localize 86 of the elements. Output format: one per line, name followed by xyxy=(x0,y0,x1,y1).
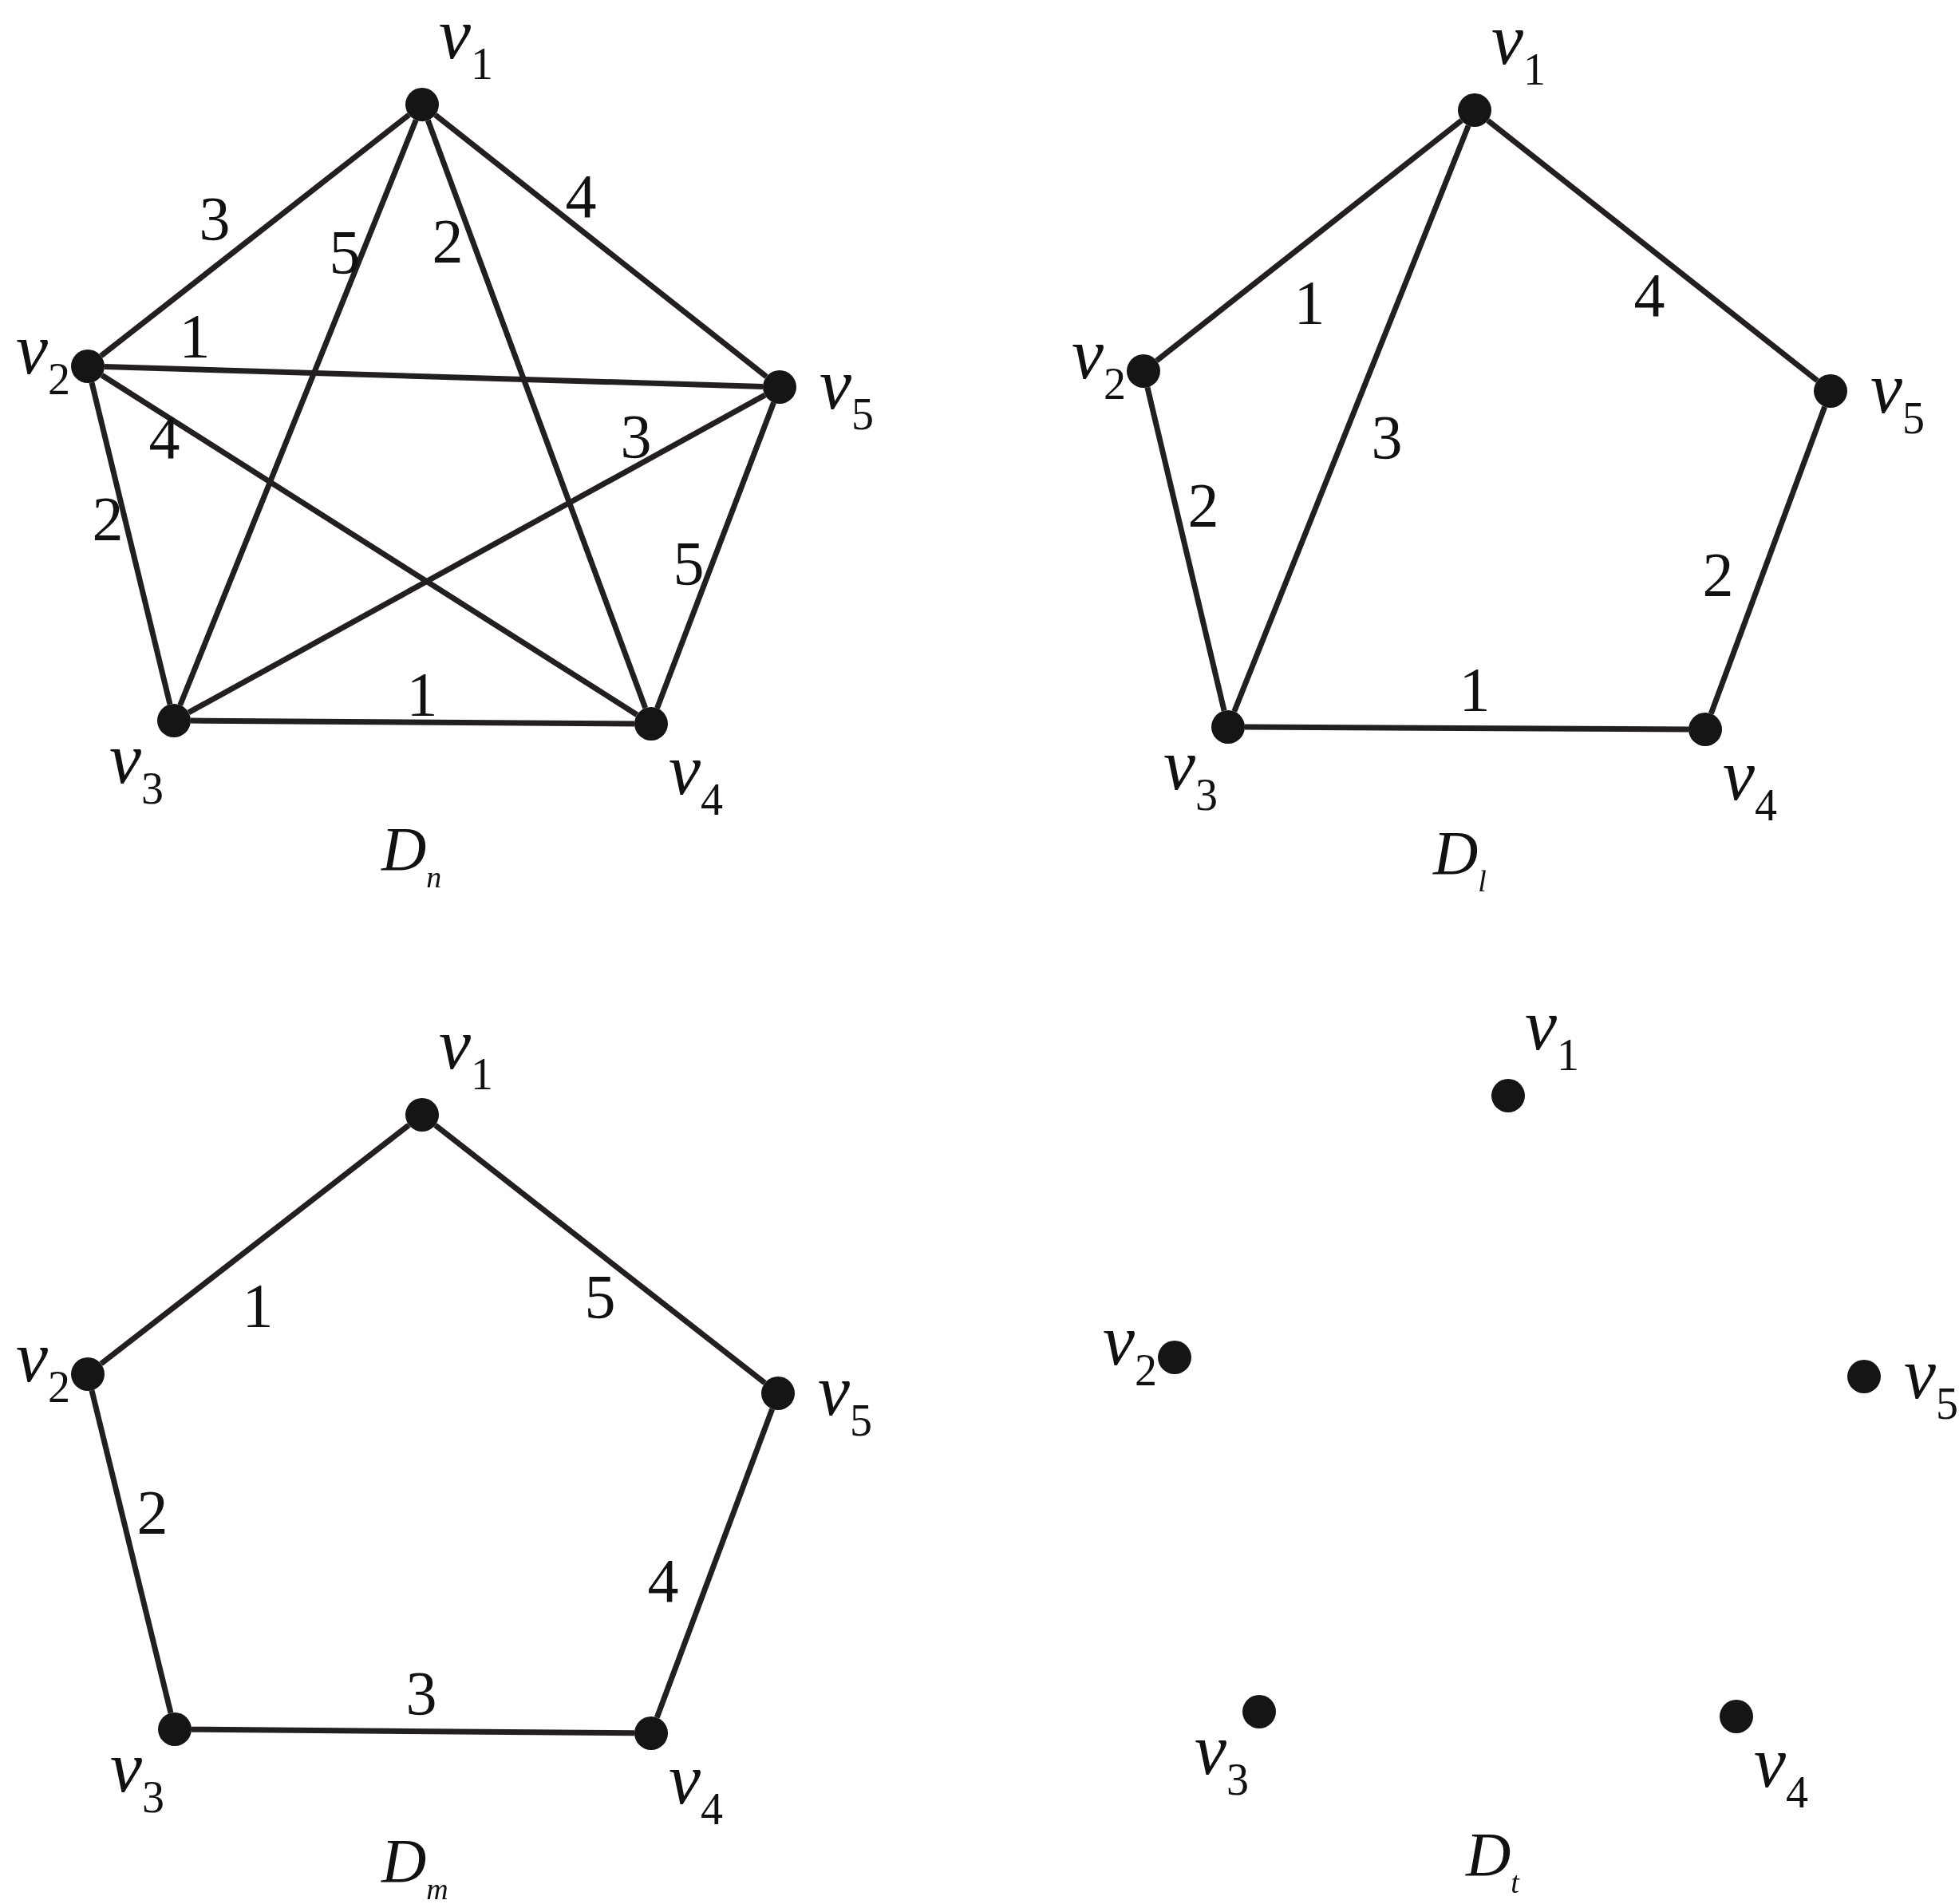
edge-weight-label: 1 xyxy=(179,305,211,367)
edge-line xyxy=(177,119,419,706)
vertex-label: v$_{5}$ xyxy=(818,1355,872,1443)
vertex-label: v$_{4}$ xyxy=(1723,740,1777,828)
edge-weight-label: 1 xyxy=(1293,271,1325,334)
edge-line xyxy=(654,401,776,709)
vertex-label: v$_{2}$ xyxy=(1103,1305,1157,1392)
edge-line xyxy=(1245,724,1688,733)
edge-line xyxy=(191,1726,635,1736)
vertex-label: v$_{2}$ xyxy=(16,1321,70,1409)
vertex-label: v$_{4}$ xyxy=(669,734,723,822)
vertex-label: v$_{4}$ xyxy=(1754,1727,1808,1815)
vertex-label: v$_{3}$ xyxy=(109,723,164,811)
edge-line xyxy=(187,393,767,715)
vertex-label: v$_{1}$ xyxy=(439,1009,493,1096)
vertex-dot xyxy=(1720,1700,1753,1733)
edge-weight-label: 1 xyxy=(406,663,438,725)
vertex-dot xyxy=(1458,93,1491,127)
edge-line xyxy=(433,113,768,379)
edge-weight-label: 4 xyxy=(565,165,597,227)
edge-line xyxy=(99,113,411,358)
edge-line xyxy=(654,1408,775,1719)
edge-weight-label: 2 xyxy=(92,488,124,550)
vertex-dot xyxy=(634,1716,668,1750)
edge-weight-label: 5 xyxy=(329,221,361,283)
vertex-dot xyxy=(1814,374,1847,408)
edge-weight-label: 2 xyxy=(1702,543,1734,606)
vertex-dot xyxy=(71,1357,105,1391)
vertex-dot xyxy=(158,1712,192,1746)
graph-label: D$_{t}$ xyxy=(1466,1823,1519,1898)
vertex-dot xyxy=(1158,1341,1191,1374)
graph-label: D$_{l}$ xyxy=(1433,822,1487,896)
edge-line xyxy=(433,1123,767,1385)
edge-line xyxy=(1155,118,1463,363)
vertex-dot xyxy=(761,1377,795,1410)
edge-weight-label: 3 xyxy=(199,188,231,250)
vertex-label: v$_{1}$ xyxy=(1491,4,1546,92)
vertex-label: v$_{2}$ xyxy=(1072,318,1126,406)
vertex-label: v$_{3}$ xyxy=(1163,729,1218,817)
graph-label: D$_{n}$ xyxy=(381,818,442,892)
vertex-label: v$_{5}$ xyxy=(1904,1338,1958,1426)
vertex-dot xyxy=(1242,1695,1276,1728)
edge-line xyxy=(1231,124,1471,713)
graph-label: D$_{m}$ xyxy=(381,1830,448,1904)
vertex-label: v$_{5}$ xyxy=(820,349,874,436)
edge-weight-label: 3 xyxy=(620,405,652,468)
edge-weight-label: 1 xyxy=(1459,658,1491,721)
edge-line xyxy=(100,373,639,717)
edge-line xyxy=(104,364,764,389)
edge-line xyxy=(1486,118,1819,383)
vertex-dot xyxy=(157,704,191,737)
vertex-dot xyxy=(1847,1360,1881,1393)
vertex-label: v$_{1}$ xyxy=(439,0,493,86)
edge-line xyxy=(1144,386,1227,712)
vertex-dot xyxy=(634,707,668,741)
vertex-label: v$_{1}$ xyxy=(1525,990,1579,1077)
edge-weight-label: 2 xyxy=(1187,474,1219,536)
edge-weight-label: 4 xyxy=(647,1550,679,1612)
edge-weight-label: 4 xyxy=(1633,264,1665,326)
vertex-dot xyxy=(763,370,796,404)
edge-line xyxy=(99,1123,411,1366)
edge-line xyxy=(89,381,173,705)
edge-weight-label: 5 xyxy=(673,532,705,595)
edge-line xyxy=(89,1389,174,1714)
vertex-label: v$_{5}$ xyxy=(1870,353,1925,440)
vertex-label: v$_{4}$ xyxy=(669,1744,723,1831)
vertex-dot xyxy=(1127,354,1160,388)
vertex-dot xyxy=(405,1098,439,1132)
vertex-dot xyxy=(1688,713,1722,746)
edge-line xyxy=(190,717,635,727)
vertex-dot xyxy=(1491,1079,1525,1112)
vertex-dot xyxy=(1211,710,1245,744)
edge-weight-label: 2 xyxy=(432,210,464,272)
edge-weight-label: 3 xyxy=(405,1662,437,1724)
edge-weight-label: 2 xyxy=(136,1481,168,1543)
edge-weight-label: 1 xyxy=(242,1274,274,1337)
vertex-label: v$_{3}$ xyxy=(110,1732,164,1819)
edge-line xyxy=(425,119,648,709)
edge-line xyxy=(1708,405,1827,715)
vertex-dot xyxy=(71,350,105,383)
edge-weight-label: 5 xyxy=(584,1266,616,1328)
vertex-label: v$_{2}$ xyxy=(16,314,70,401)
vertex-dot xyxy=(405,88,439,121)
vertex-label: v$_{3}$ xyxy=(1195,1714,1249,1802)
edge-weight-label: 4 xyxy=(148,406,180,468)
edge-weight-label: 3 xyxy=(1371,406,1403,468)
